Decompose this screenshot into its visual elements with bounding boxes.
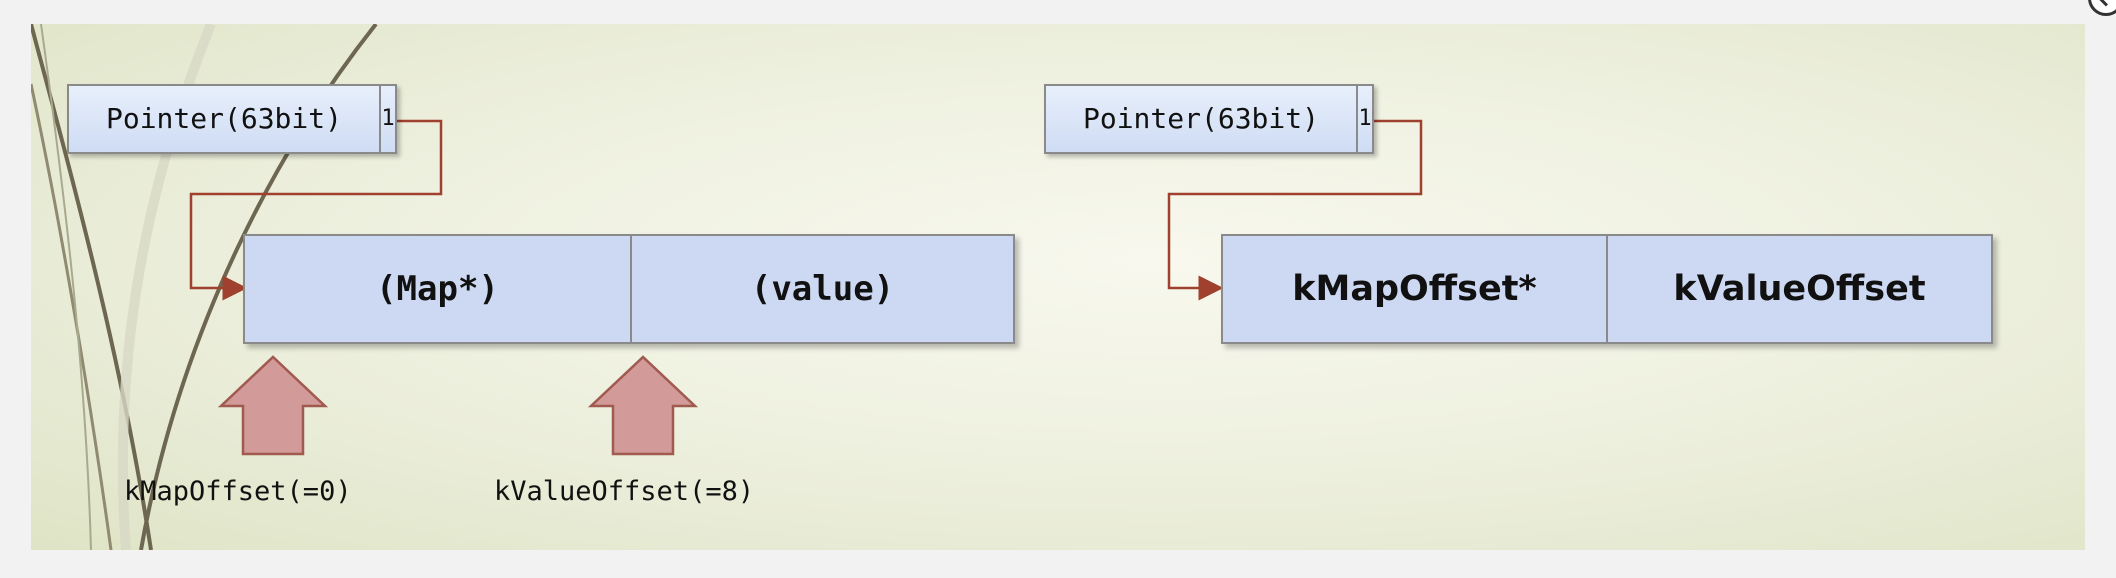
- left-pointer-tag: 1: [381, 106, 395, 131]
- up-arrow-kvalueoffset: [587, 355, 699, 456]
- right-pointer-box: Pointer(63bit) 1: [1044, 84, 1374, 154]
- up-arrow-kmapoffset: [217, 355, 329, 456]
- left-pointer-label: Pointer(63bit): [69, 86, 381, 152]
- right-object-box: kMapOffset* kValueOffset: [1221, 234, 1993, 344]
- right-pointer-connector: [1167, 119, 1423, 301]
- close-icon: [2095, 0, 2109, 7]
- value-cell: (value): [750, 269, 895, 309]
- right-pointer-label: Pointer(63bit): [1046, 86, 1358, 152]
- kmapoffset-cell: kMapOffset*: [1223, 236, 1608, 342]
- map-cell: (Map*): [245, 236, 632, 342]
- kvalueoffset-cell: kValueOffset: [1673, 269, 1926, 309]
- close-button[interactable]: [2088, 0, 2116, 16]
- left-pointer-box: Pointer(63bit) 1: [67, 84, 397, 154]
- diagram-slide: Pointer(63bit) 1 (Map*) (value) kMapOffs…: [31, 24, 2085, 550]
- left-object-box: (Map*) (value): [243, 234, 1015, 344]
- kmapoffset-label: kMapOffset(=0): [124, 476, 352, 507]
- right-pointer-tag: 1: [1358, 106, 1372, 131]
- left-pointer-connector: [189, 119, 443, 301]
- connector-lines: [189, 119, 1423, 456]
- kvalueoffset-label: kValueOffset(=8): [494, 476, 755, 507]
